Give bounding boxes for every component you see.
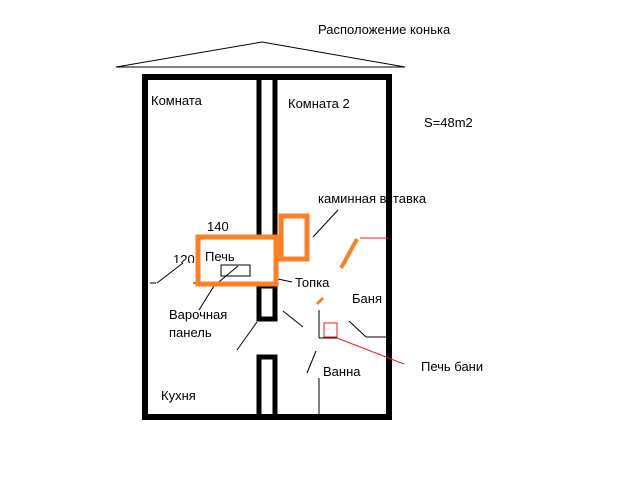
room2-label: Комната 2 [288,96,350,111]
firebox-label: Топка [295,275,330,290]
sauna-stove-leader [336,337,405,365]
kitchen-label: Кухня [161,388,196,403]
stove-label: Печь [205,249,235,264]
bath-label: Ванна [323,364,361,379]
fireplace-insert [278,213,310,262]
roof-ridge [115,41,406,68]
cooktop [220,264,251,277]
central-wall [256,74,278,420]
ridge-label: Расположение конька [318,22,451,37]
stove-height-label: 120 [173,252,195,267]
sauna-label: Баня [352,291,382,306]
sauna-stove [323,322,338,338]
sauna-door-orange [339,238,359,269]
cooktop-label-2: панель [169,325,212,340]
sauna-stove-label: Печь бани [421,359,484,374]
room1-label: Комната [151,93,202,108]
bath-door-orange [315,296,325,306]
stove-width-label: 140 [207,219,229,234]
cooktop-label-1: Варочная [169,307,228,322]
fireplace-insert-label: каминная вставка [318,191,427,206]
thin-partitions [150,209,388,414]
area-label: S=48m2 [424,115,473,130]
stove [195,234,279,287]
